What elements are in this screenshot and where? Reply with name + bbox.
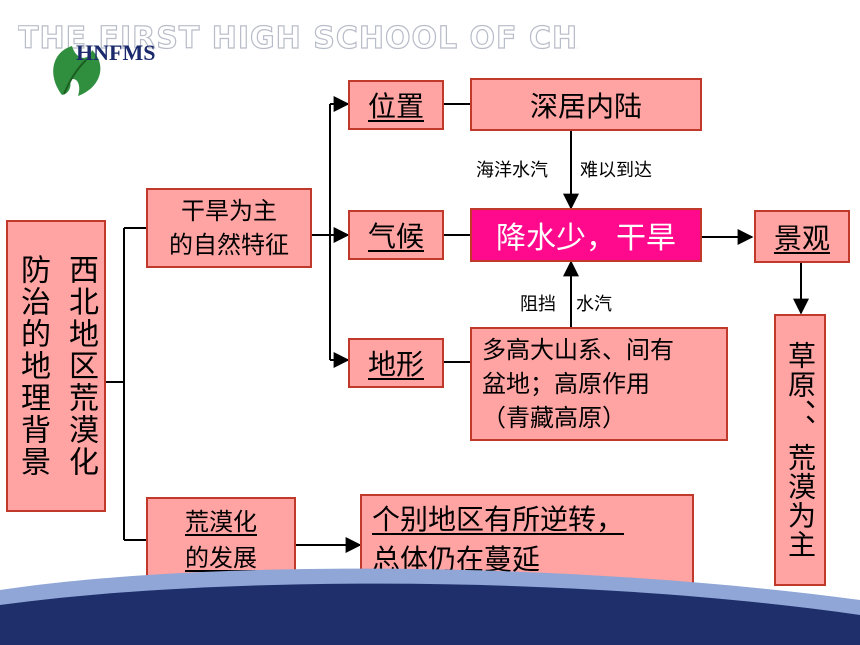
branch-develop-line1: 荒漠化: [185, 508, 257, 536]
climate-label: 气候: [367, 220, 424, 253]
branch-natural-line1: 干旱为主: [181, 197, 277, 225]
landscape-value-box: 草原、、荒漠为主: [774, 314, 826, 586]
terrain-line1: 多高大山系、间有: [482, 336, 674, 364]
terrain-value-box: 多高大山系、间有 盆地；高原作用 （青藏高原）: [470, 327, 728, 441]
climate-label-box: 气候: [348, 210, 444, 260]
block-vapor-label: 水汽: [576, 294, 612, 315]
block-label: 阻挡: [520, 294, 556, 315]
branch-natural-line2: 的自然特征: [169, 231, 289, 259]
landscape-label-box: 景观: [754, 210, 850, 263]
bottom-banner: [0, 568, 860, 645]
root-title-col2: 防治的地理背景: [15, 254, 50, 478]
root-title-col1: 西北地区荒漠化: [63, 254, 98, 478]
watermark-text: THE FIRST HIGH SCHOOL OF CHANGSHA: [18, 21, 578, 56]
climate-value: 降水少，干旱: [496, 221, 676, 256]
root-box: 西北地区荒漠化 防治的地理背景: [6, 220, 106, 512]
branch-develop-box: 荒漠化 的发展: [146, 497, 296, 583]
header-watermark: THE FIRST HIGH SCHOOL OF CHANGSHA: [18, 20, 578, 56]
landscape-value: 草原、、荒漠为主: [784, 341, 817, 559]
location-value-box: 深居内陆: [470, 78, 702, 131]
landscape-label: 景观: [773, 221, 830, 255]
ocean-unreachable-label: 难以到达: [580, 160, 652, 181]
terrain-line2: 盆地；高原作用: [482, 370, 650, 398]
branch-develop-line2: 的发展: [185, 544, 257, 572]
logo-leaf-icon: [53, 46, 101, 96]
location-value: 深居内陆: [529, 89, 642, 123]
logo-text: HNFMS: [76, 40, 156, 65]
terrain-label: 地形: [367, 348, 424, 381]
branch-natural-box: 干旱为主 的自然特征: [146, 188, 312, 268]
ocean-vapor-label: 海洋水汽: [476, 160, 548, 181]
terrain-label-box: 地形: [348, 338, 444, 388]
terrain-line3: （青藏高原）: [482, 404, 626, 432]
location-label: 位置: [367, 90, 424, 123]
trend-line1: 个别地区有所逆转，: [372, 503, 625, 536]
location-label-box: 位置: [348, 80, 444, 130]
climate-value-box: 降水少，干旱: [470, 208, 702, 262]
